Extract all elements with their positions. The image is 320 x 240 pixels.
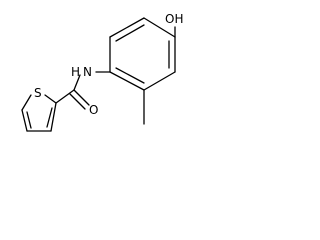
bond-ring-c1-c2	[109, 17, 145, 38]
bond-carbonyl-c-o-inner	[69, 93, 86, 110]
bond-thiophene-inner-c2-c3	[46, 107, 53, 128]
bond-thiophene-inner-c4-c5	[26, 111, 32, 129]
thiophene-sulfur-label: S	[34, 86, 42, 100]
bond-ring-inner-c5-c6	[115, 67, 145, 84]
carbonyl-oxygen-label: O	[89, 103, 98, 117]
molecule-structure: OH H N O S	[21, 12, 183, 132]
bond-carbonyl-to-thiophene	[55, 89, 75, 104]
phenol-ring	[109, 17, 176, 91]
bond-thiophene-c2-s	[44, 94, 57, 104]
bond-thiophene-s-c5	[21, 94, 32, 111]
bond-carbonyl-c-o-outer	[73, 89, 90, 106]
bond-ring-inner-c1-c2	[115, 24, 145, 42]
bond-nitrogen-to-carbonyl	[73, 74, 81, 91]
bond-thiophene-c5-c4	[21, 109, 28, 132]
hydroxyl-label: OH	[165, 12, 183, 26]
amide-hydrogen-label: H	[71, 65, 80, 79]
amide-nitrogen-label: N	[83, 65, 92, 79]
thiophene-ring	[21, 94, 57, 132]
bond-thiophene-c3-c2	[50, 102, 57, 132]
bond-ring-c2-c3	[143, 17, 176, 38]
bond-ring-c5-c6	[109, 71, 145, 91]
bond-ring-c4-c5	[143, 71, 176, 91]
